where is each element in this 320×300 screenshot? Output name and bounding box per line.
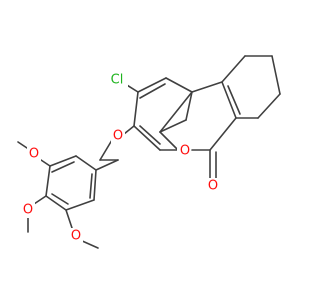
carbonyl-oxygen-label: O [208, 179, 218, 194]
methoxy-oxygen-top-label: O [29, 147, 39, 162]
atom-labels: Cl O O O O O O [21, 72, 221, 244]
methoxy-oxygen-middle-label: O [23, 203, 33, 218]
ring-oxygen-label: O [180, 144, 190, 159]
ether-oxygen-label: O [113, 129, 123, 144]
trimethoxyphenyl-ring [45, 155, 119, 211]
cyclohexene-ring [221, 55, 281, 119]
molecule-structure-diagram: Cl O O O O O O [17, 55, 281, 249]
central-benzene-ring [133, 77, 193, 151]
pyranone-ring [159, 81, 237, 151]
methoxy-oxygen-bottom-label: O [71, 229, 81, 244]
chlorine-label: Cl [111, 73, 124, 88]
ether-linkage [99, 125, 135, 161]
carbonyl-bond [209, 149, 217, 179]
